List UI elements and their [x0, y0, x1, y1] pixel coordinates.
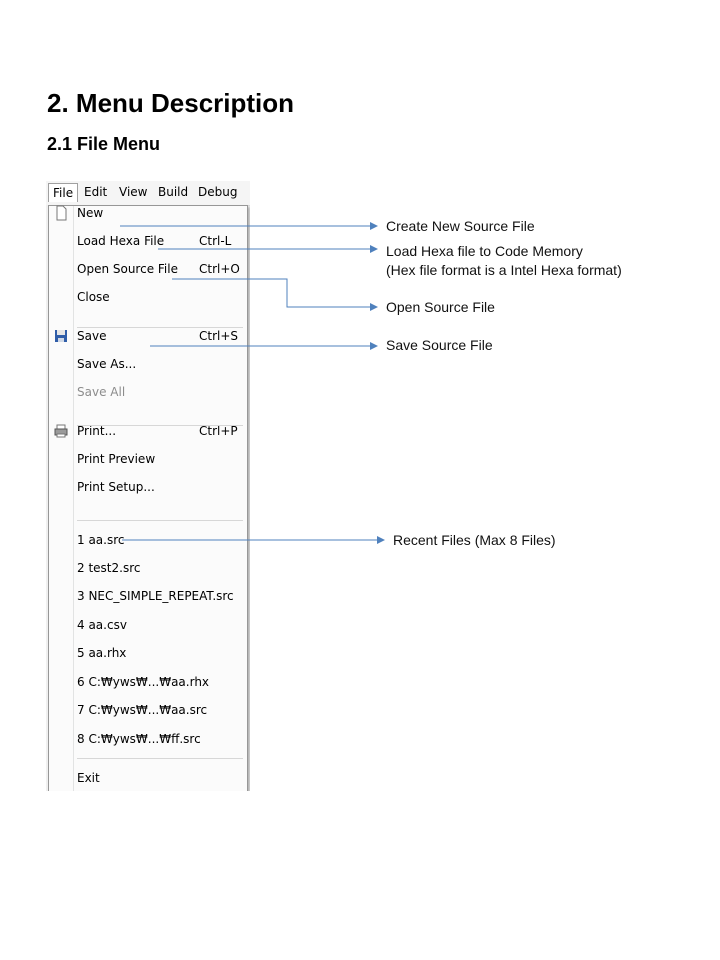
menu-item-label: Save: [77, 329, 107, 343]
recent-file-item[interactable]: 4 aa.csv: [49, 614, 247, 636]
recent-file-label: 8 C:₩yws₩...₩ff.src: [77, 732, 201, 746]
file-menu-item-open-source-file[interactable]: Open Source File Ctrl+O: [49, 258, 247, 280]
save-icon: [53, 328, 69, 344]
menu-item-shortcut: Ctrl+S: [199, 329, 239, 343]
menu-file[interactable]: File: [48, 183, 79, 202]
menu-item-label: Save As...: [77, 357, 137, 371]
recent-file-label: 1 aa.src: [77, 533, 125, 547]
menu-edit[interactable]: Edit: [84, 185, 108, 199]
menu-item-shortcut: Ctrl+O: [199, 262, 240, 276]
recent-file-label: 4 aa.csv: [77, 618, 127, 632]
recent-file-label: 3 NEC_SIMPLE_REPEAT.src: [77, 589, 234, 603]
annotation-open: Open Source File: [386, 299, 495, 315]
menu-item-label: New: [77, 206, 104, 220]
recent-file-item[interactable]: 1 aa.src: [49, 529, 247, 551]
menu-item-label: Load Hexa File: [77, 234, 165, 248]
menu-item-label: Close: [77, 290, 110, 304]
print-icon: [53, 423, 69, 439]
annotation-load-line2: (Hex file format is a Intel Hexa format): [386, 262, 622, 278]
editor-bottom-row: [46, 791, 250, 803]
recent-file-item[interactable]: 2 test2.src: [49, 557, 247, 579]
page-heading: 2. Menu Description: [47, 88, 295, 118]
file-menu-item-load-hexa-file[interactable]: Load Hexa File Ctrl-L: [49, 230, 247, 252]
menu-item-label: Open Source File: [77, 262, 178, 276]
new-file-icon: [53, 205, 69, 221]
menu-gutter: [73, 206, 74, 794]
recent-file-label: 7 C:₩yws₩...₩aa.src: [77, 703, 208, 717]
arrow-open-head: [370, 303, 378, 311]
recent-file-item[interactable]: 7 C:₩yws₩...₩aa.src: [49, 699, 247, 721]
arrow-recent-head: [377, 536, 385, 544]
recent-file-item[interactable]: 8 C:₩yws₩...₩ff.src: [49, 728, 247, 750]
recent-file-item[interactable]: 5 aa.rhx: [49, 642, 247, 664]
menu-separator: [77, 758, 243, 759]
menu-view[interactable]: View: [119, 185, 148, 199]
file-menu-item-print-setup[interactable]: Print Setup...: [49, 476, 247, 498]
file-menu-item-print[interactable]: Print... Ctrl+P: [49, 420, 247, 442]
file-menu-item-save-as[interactable]: Save As...: [49, 353, 247, 375]
menu-item-shortcut: Ctrl+P: [199, 424, 238, 438]
arrow-new-head: [370, 222, 378, 230]
file-menu-item-save-all: Save All: [49, 381, 247, 403]
menu-item-label: Print...: [77, 424, 117, 438]
file-menu-item-save[interactable]: Save Ctrl+S: [49, 325, 247, 347]
annotation-load-line1: Load Hexa file to Code Memory: [386, 243, 583, 259]
menu-bar: File Edit View Build Debug: [46, 181, 250, 206]
file-menu-item-print-preview[interactable]: Print Preview: [49, 448, 247, 470]
menu-debug[interactable]: Debug: [198, 185, 238, 199]
recent-file-item[interactable]: 6 C:₩yws₩...₩aa.rhx: [49, 671, 247, 693]
menu-build[interactable]: Build: [158, 185, 189, 199]
menu-item-shortcut: Ctrl-L: [199, 234, 232, 248]
menu-item-label: Save All: [77, 385, 126, 399]
recent-file-label: 2 test2.src: [77, 561, 141, 575]
annotation-save: Save Source File: [386, 337, 493, 353]
file-menu-item-new[interactable]: New: [49, 202, 247, 224]
file-menu-item-close[interactable]: Close: [49, 286, 247, 308]
recent-file-label: 5 aa.rhx: [77, 646, 127, 660]
recent-file-label: 6 C:₩yws₩...₩aa.rhx: [77, 675, 210, 689]
file-menu-item-exit[interactable]: Exit: [49, 767, 247, 789]
annotation-recent: Recent Files (Max 8 Files): [393, 532, 556, 548]
arrow-load-head: [370, 245, 378, 253]
menu-item-label: Print Preview: [77, 452, 156, 466]
recent-file-item[interactable]: 3 NEC_SIMPLE_REPEAT.src: [49, 585, 247, 607]
annotation-new: Create New Source File: [386, 218, 535, 234]
arrow-save-head: [370, 342, 378, 350]
menu-separator: [77, 520, 243, 521]
section-heading: 2.1 File Menu: [47, 134, 161, 154]
arrow-open: [172, 278, 370, 308]
menu-separator: [77, 327, 243, 328]
menu-separator: [77, 425, 243, 426]
menu-item-label: Exit: [77, 771, 100, 785]
menu-item-label: Print Setup...: [77, 480, 155, 494]
